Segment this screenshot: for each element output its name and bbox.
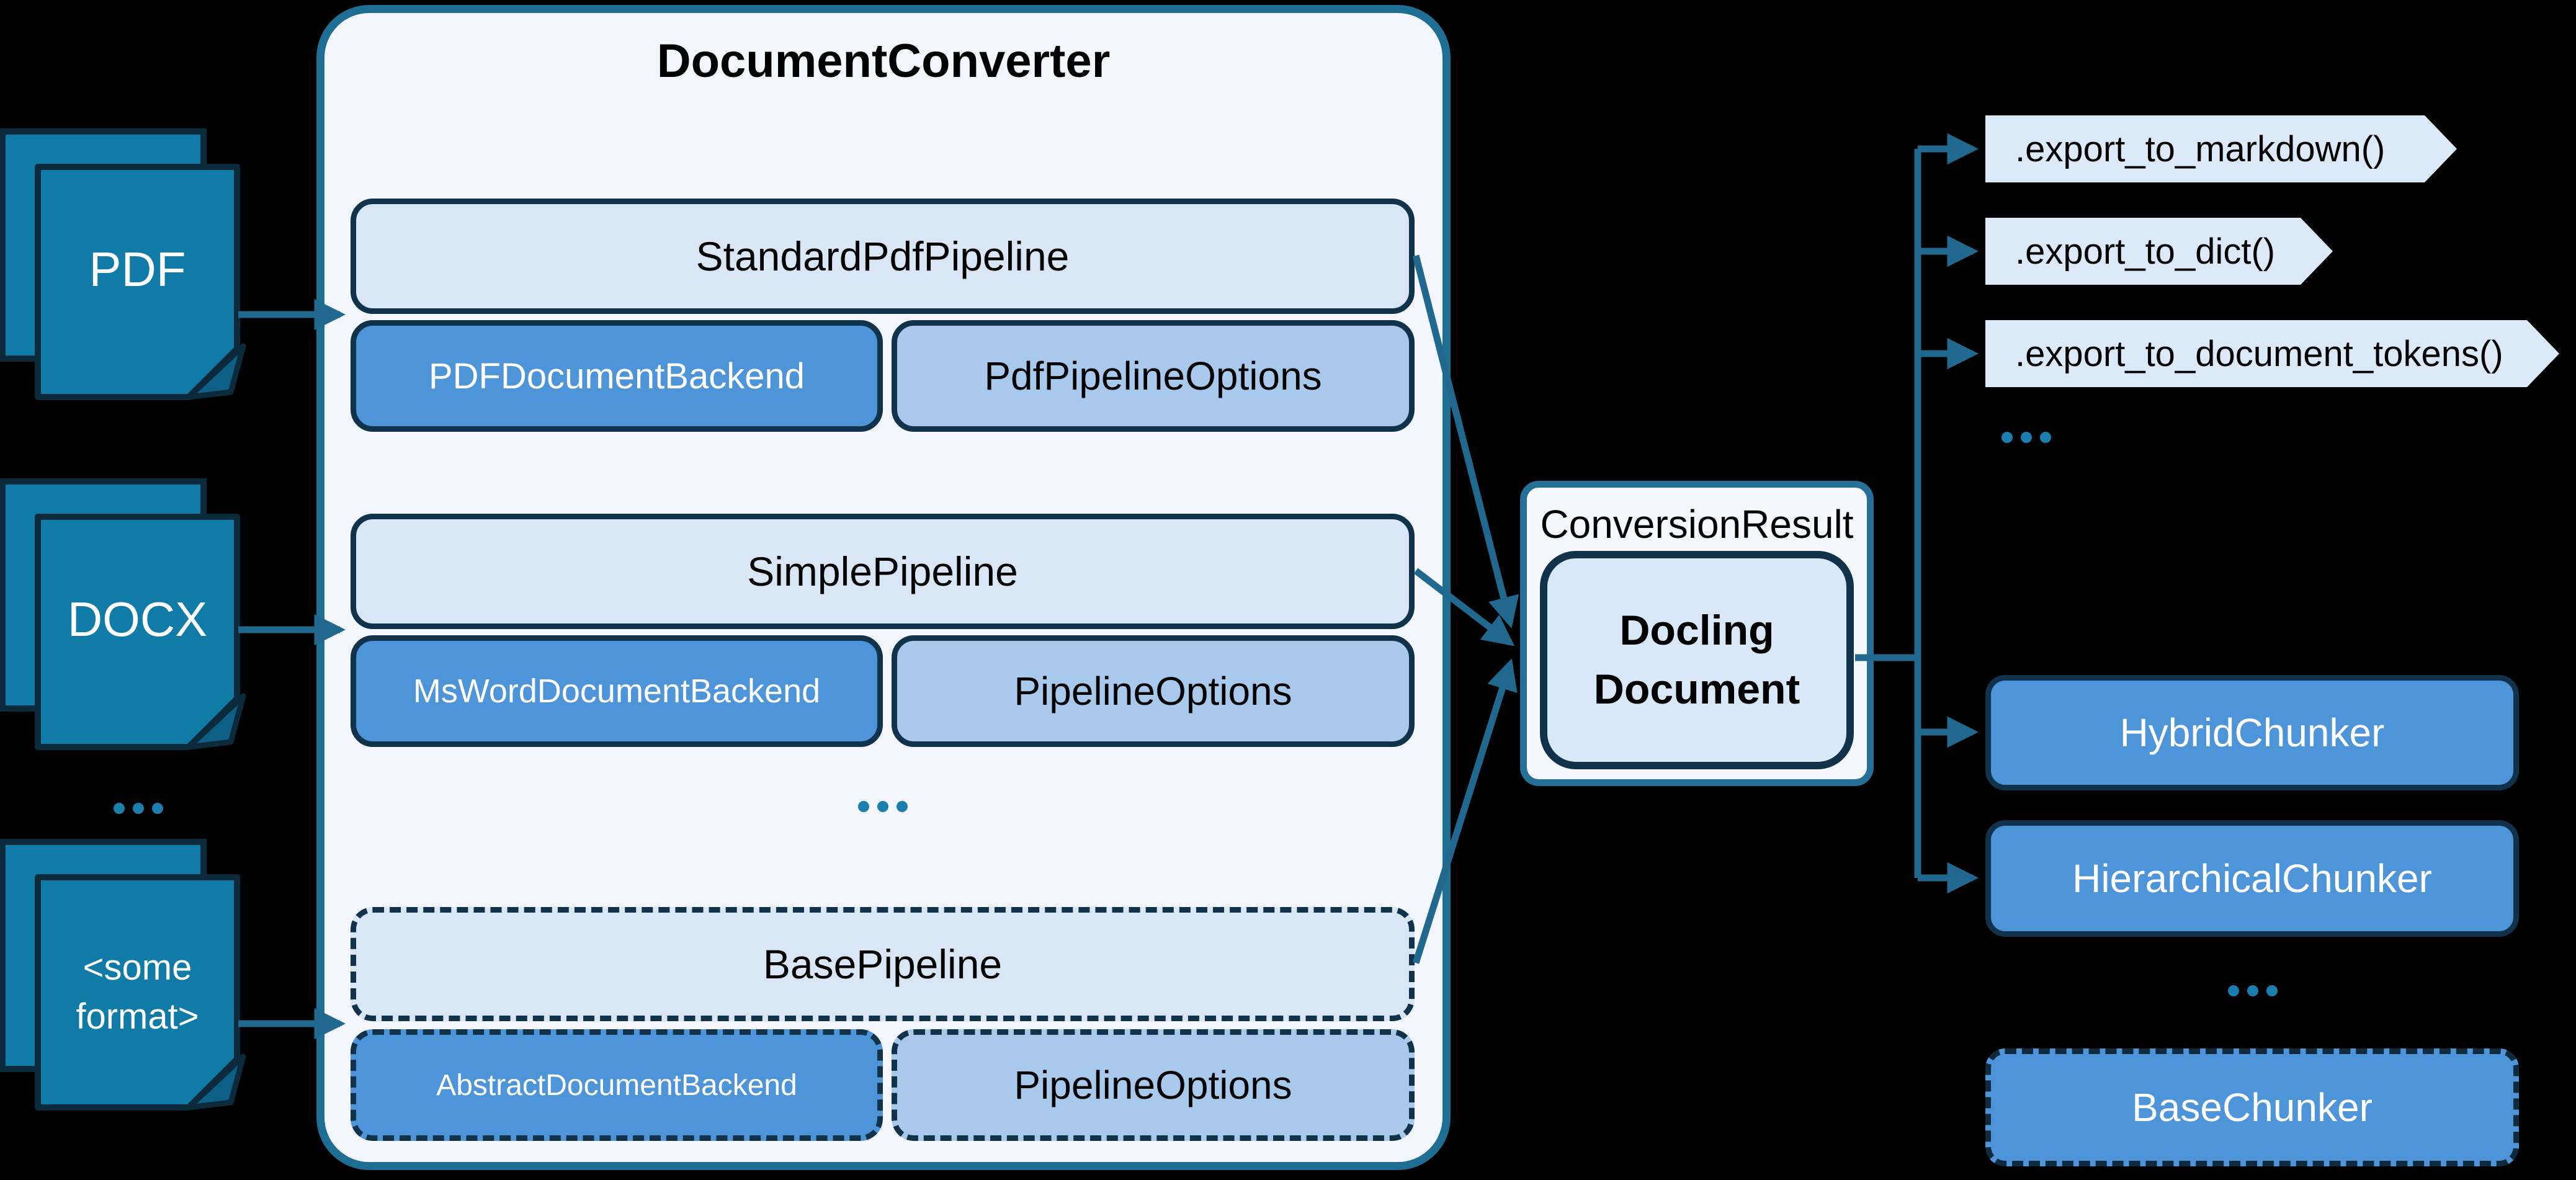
input-label-pdf: PDF: [89, 241, 186, 297]
conversion-result-label: ConversionResult: [1540, 502, 1854, 547]
pdf-pipeline-options-box: PdfPipelineOptions: [892, 320, 1415, 432]
msword-document-backend-box: MsWordDocumentBackend: [351, 635, 883, 747]
base-pipeline-options-box: PipelineOptions: [892, 1029, 1415, 1141]
standard-pdf-pipeline-box: StandardPdfPipeline: [351, 199, 1415, 314]
base-pipeline-box: BasePipeline: [351, 907, 1415, 1021]
pdf-document-backend-box: PDFDocumentBackend: [351, 320, 883, 432]
input-ellipsis: [114, 803, 163, 814]
export-to-document-tokens-tag: .export_to_document_tokens(): [1985, 320, 2559, 387]
converter-ellipsis: [858, 801, 908, 812]
input-label-some-format: <some format>: [76, 947, 199, 1037]
simple-pipeline-box: SimplePipeline: [351, 514, 1415, 629]
hierarchical-chunker-box: HierarchicalChunker: [1985, 820, 2519, 937]
exports-ellipsis: [2001, 432, 2051, 443]
export-to-dict-tag: .export_to_dict(): [1985, 218, 2333, 285]
base-chunker-box: BaseChunker: [1985, 1048, 2519, 1166]
docling-document-box: Docling Document: [1540, 551, 1854, 769]
hybrid-chunker-box: HybridChunker: [1985, 675, 2519, 790]
document-converter-title: DocumentConverter: [656, 34, 1111, 87]
abstract-document-backend-box: AbstractDocumentBackend: [351, 1029, 883, 1141]
export-to-markdown-tag: .export_to_markdown(): [1985, 115, 2457, 182]
input-label-docx: DOCX: [67, 591, 208, 646]
chunkers-ellipsis: [2228, 985, 2278, 996]
pipeline-options-box: PipelineOptions: [892, 635, 1415, 747]
